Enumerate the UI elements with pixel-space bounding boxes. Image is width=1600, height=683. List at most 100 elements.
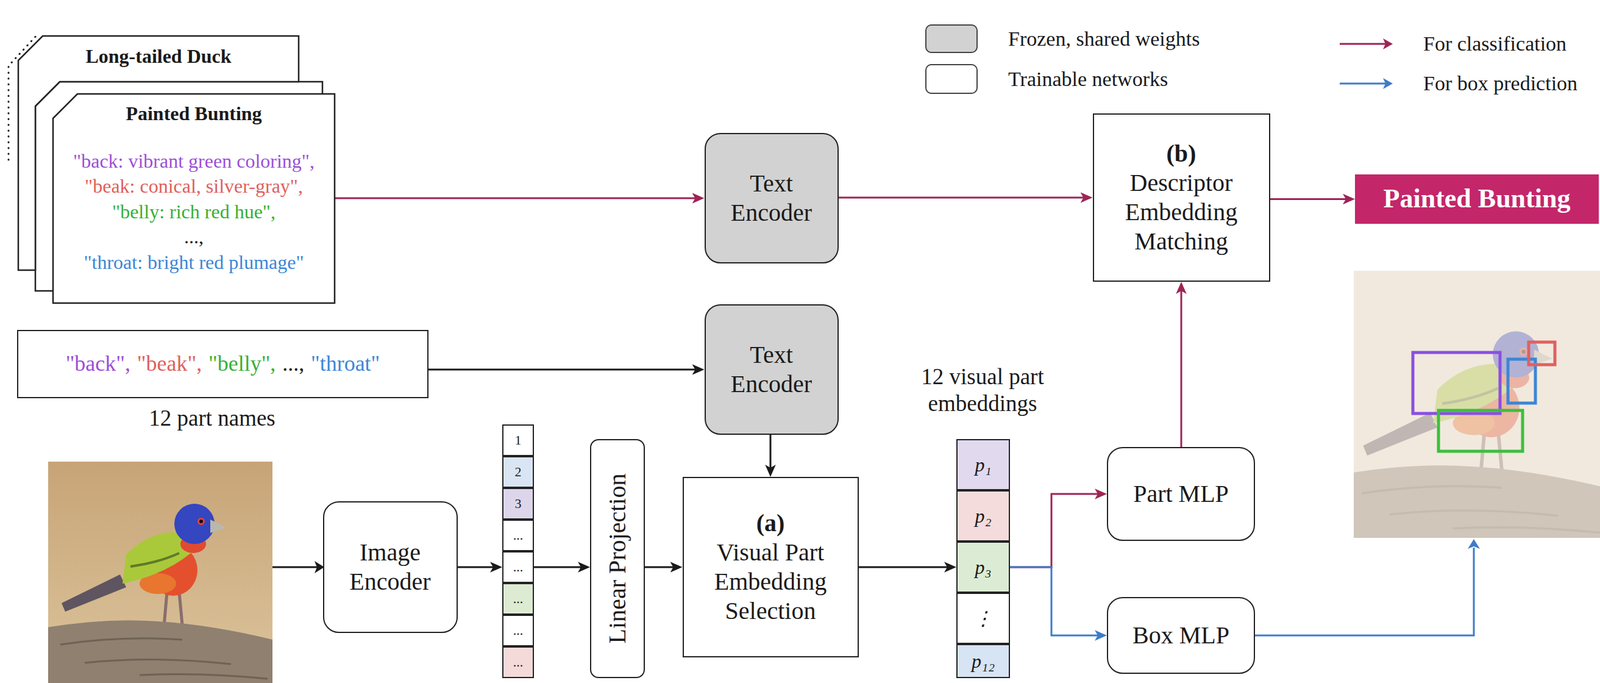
node-text: Painted Bunting <box>1383 182 1571 216</box>
bird-figure <box>48 503 273 683</box>
token-cell: ... <box>502 614 534 647</box>
node-text: p₂ <box>974 504 992 528</box>
token-cell: ... <box>502 582 534 615</box>
node-text: p₁₂ <box>971 649 995 673</box>
selection-box: (a)Visual Part Embedding Selection <box>682 476 859 658</box>
connector-arrow <box>533 566 586 569</box>
node-text: Box MLP <box>1132 620 1230 650</box>
node-text: ... <box>513 654 524 670</box>
legend-swatch <box>925 64 978 94</box>
class-label: Painted Bunting <box>1354 174 1599 224</box>
text-encoder: Text Encoder <box>704 132 839 264</box>
image-encoder: Image Encoder <box>323 501 458 633</box>
connector-arrow <box>1009 566 1103 636</box>
node-text: p₁ <box>974 452 992 477</box>
node-text: ... <box>513 590 524 607</box>
mlp-box: Box MLP <box>1106 596 1256 674</box>
legend-line <box>1339 43 1387 46</box>
node-text: ..., <box>282 350 305 377</box>
part-embedding-cell: ⋮ <box>956 592 1010 644</box>
part-box <box>1412 352 1501 414</box>
node-text: 2 <box>515 463 522 480</box>
token-cell: ... <box>502 519 534 552</box>
node-text: ..., <box>184 224 204 250</box>
node-text: "beak", <box>137 350 202 377</box>
connector-arrow <box>334 197 700 200</box>
node-text: Painted Bunting <box>125 101 262 127</box>
node-text: 1 <box>515 432 522 448</box>
node-text: ⋮ <box>973 606 993 630</box>
legend-text: Trainable networks <box>1008 67 1168 92</box>
token-cell: 2 <box>502 455 534 488</box>
node-text: "throat" <box>310 350 380 377</box>
connector-arrow <box>769 434 772 472</box>
legend-line <box>1339 82 1387 85</box>
token-cell: 3 <box>502 487 534 520</box>
part-embedding-cell: p₃ <box>956 541 1010 593</box>
node-text: Long-tailed Duck <box>85 44 232 68</box>
connector-arrow <box>1009 493 1103 567</box>
node-text: "belly: rich red hue", <box>112 199 276 225</box>
part-embedding-cell: p₂ <box>956 490 1010 542</box>
matching-box: (b)Descriptor Embedding Matching <box>1092 113 1271 282</box>
box-arrow <box>1255 547 1474 636</box>
legend-line <box>1339 36 1396 52</box>
legend-swatch <box>925 24 978 54</box>
projection-box: Linear Projection <box>590 438 645 678</box>
part-names-box: "back","beak","belly",...,"throat" <box>17 329 429 399</box>
connector-arrow <box>858 566 953 569</box>
node-text: Linear Projection <box>602 473 633 644</box>
arrow-head <box>1467 538 1480 549</box>
connector-arrow <box>644 566 678 569</box>
connector-arrow <box>838 196 1088 199</box>
node-text: "beak: conical, silver-gray", <box>84 173 303 200</box>
token-cell: ... <box>502 646 534 678</box>
bird-photo <box>48 503 273 683</box>
node-text: Text Encoder <box>713 168 831 228</box>
output-image <box>1333 270 1600 564</box>
legend-text: For box prediction <box>1423 71 1578 96</box>
token-cell: 1 <box>502 424 534 456</box>
connector-arrow <box>1270 198 1351 200</box>
connector-arrow <box>428 368 700 371</box>
node-text: "back", <box>65 350 131 377</box>
node-text: (a) <box>756 508 786 538</box>
node-text: Part MLP <box>1133 479 1229 509</box>
part-box <box>1528 341 1555 365</box>
card-outline <box>53 93 335 303</box>
node-text: "belly", <box>208 350 276 377</box>
text-encoder: Text Encoder <box>704 304 839 435</box>
caption-label: 12 visual part embeddings <box>891 363 1074 418</box>
caption-label: 12 part names <box>90 404 335 432</box>
mlp-box: Part MLP <box>1106 446 1256 541</box>
node-text: Visual Part Embedding Selection <box>691 537 851 626</box>
legend-line <box>1339 76 1396 91</box>
part-box <box>1438 410 1523 452</box>
node-text: Text Encoder <box>713 340 831 399</box>
node-text: ... <box>513 558 524 575</box>
node-text: ... <box>513 622 524 639</box>
image-arrow <box>272 566 317 569</box>
node-text: "throat: bright red plumage" <box>83 249 304 276</box>
bird-figure <box>1353 330 1600 538</box>
part-embedding-cell: p₁₂ <box>956 643 1010 678</box>
faded-bird <box>1353 330 1600 538</box>
part-embedding-cell: p₁ <box>956 438 1010 491</box>
node-text: Image Encoder <box>331 537 450 597</box>
node-text: ... <box>513 527 524 544</box>
token-cell: ... <box>502 551 534 583</box>
legend-text: Frozen, shared weights <box>1008 26 1200 52</box>
connector-arrow <box>457 566 498 569</box>
class-card: Painted Bunting "back: vibrant green colo… <box>53 93 335 303</box>
arrow-head <box>1383 78 1393 89</box>
node-text: 3 <box>515 495 522 512</box>
node-text: "back: vibrant green coloring", <box>73 148 315 175</box>
node-text: (b) <box>1166 138 1197 169</box>
connector-arrow <box>1180 286 1183 447</box>
arrow-head <box>1383 38 1393 50</box>
legend-text: For classification <box>1423 31 1567 57</box>
node-text: p₃ <box>974 555 992 579</box>
node-text: Descriptor Embedding Matching <box>1101 168 1262 256</box>
input-image <box>35 461 292 683</box>
